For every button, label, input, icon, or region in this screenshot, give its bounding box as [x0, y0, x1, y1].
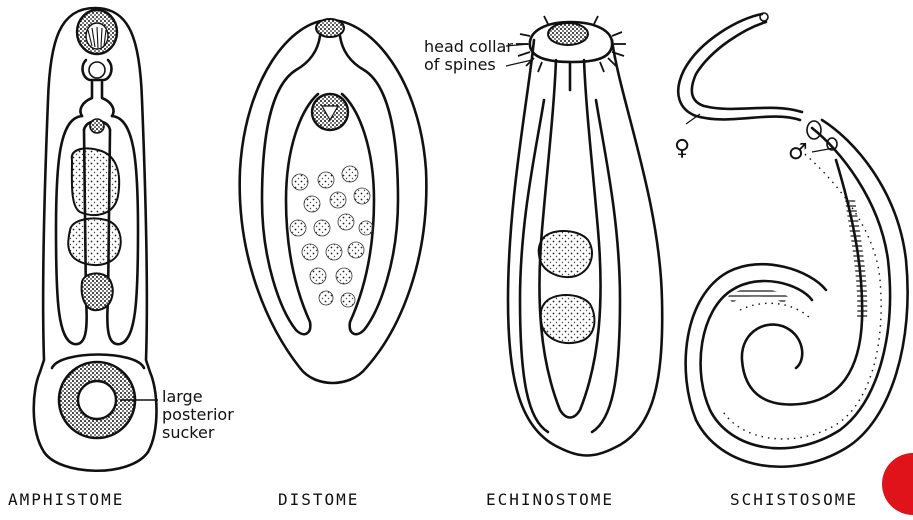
echinostome-figure — [506, 16, 662, 456]
amphistome-figure — [34, 8, 158, 471]
head-collar-label: head collar of spines — [424, 38, 513, 74]
echinostome-label: ECHINOSTOME — [486, 490, 614, 509]
head-collar-line-1: head collar — [424, 38, 513, 56]
posterior-sucker-line-3: sucker — [162, 424, 234, 442]
distome-label: DISTOME — [278, 490, 359, 509]
female-symbol: ♀ — [674, 138, 690, 160]
schistosome-figure — [678, 13, 907, 467]
amphistome-label: AMPHISTOME — [8, 490, 124, 509]
head-collar-line-2: of spines — [424, 56, 513, 74]
schistosome-label: SCHISTOSOME — [730, 490, 858, 509]
male-symbol: ♂ — [788, 142, 808, 164]
posterior-sucker-line-1: large — [162, 388, 234, 406]
posterior-sucker-line-2: posterior — [162, 406, 234, 424]
distome-figure — [240, 19, 427, 383]
posterior-sucker-label: large posterior sucker — [162, 388, 234, 442]
